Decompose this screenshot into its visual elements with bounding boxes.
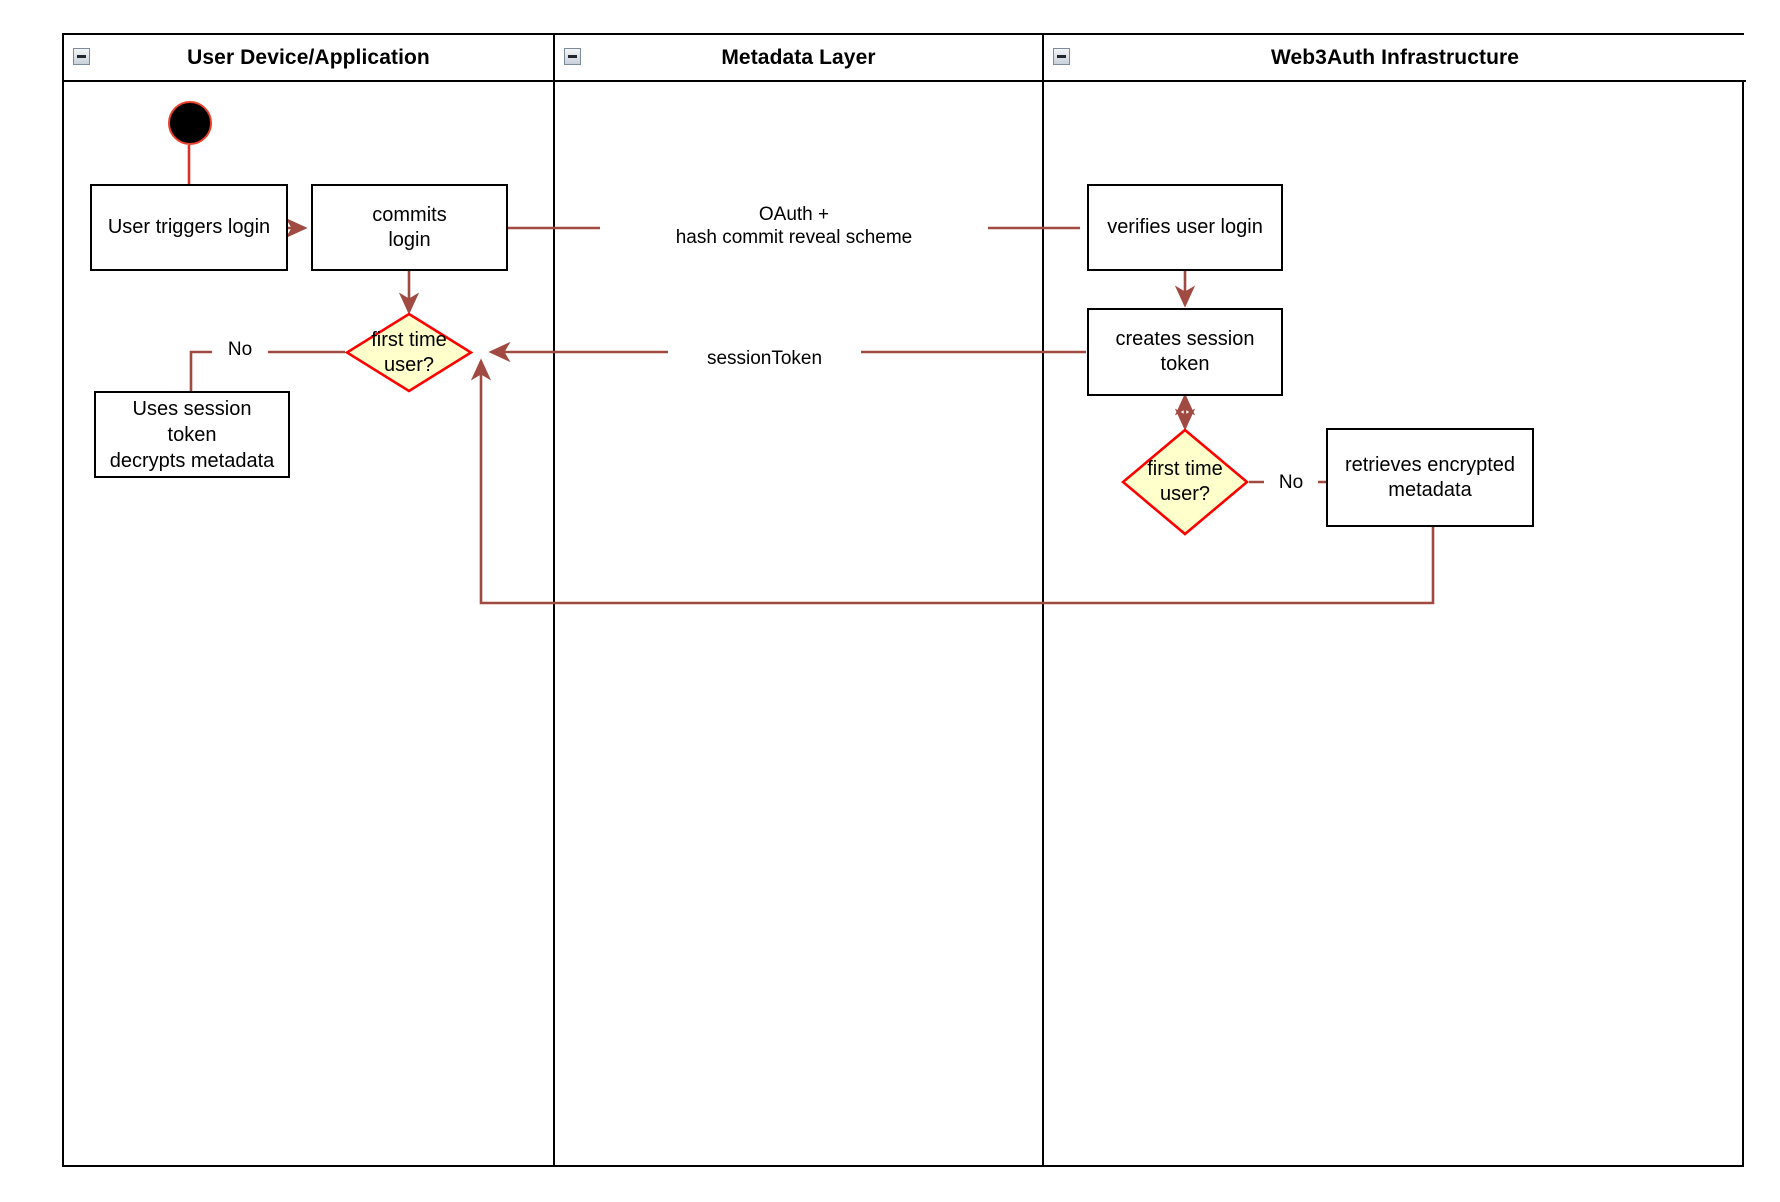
swimlane-title: Web3Auth Infrastructure bbox=[1270, 45, 1520, 69]
activity-retrieves-encrypted-metadata[interactable]: retrieves encrypted metadata bbox=[1326, 428, 1534, 527]
activity-label: verifies user login bbox=[1107, 216, 1263, 238]
swimlane-user-device[interactable]: User Device/Application bbox=[64, 35, 553, 1165]
swimlane-header-user-device: User Device/Application bbox=[64, 35, 553, 82]
decision-first-time-user-web3auth[interactable]: first time user? bbox=[1121, 428, 1249, 536]
minus-box-icon[interactable] bbox=[1053, 48, 1070, 65]
decision-first-time-user-device[interactable]: first time user? bbox=[345, 312, 473, 393]
minus-box-icon[interactable] bbox=[73, 48, 90, 65]
activity-creates-session-token[interactable]: creates session token bbox=[1087, 308, 1283, 396]
activity-label: retrieves encrypted metadata bbox=[1344, 453, 1516, 501]
swimlane-header-web3auth: Web3Auth Infrastructure bbox=[1044, 35, 1746, 82]
activity-label: Uses session token decrypts metadata bbox=[109, 397, 275, 472]
edge-label-session-token: sessionToken bbox=[668, 347, 861, 370]
edge-label-no-right: No bbox=[1264, 471, 1318, 494]
activity-label: User triggers login bbox=[107, 216, 271, 238]
minus-box-icon[interactable] bbox=[564, 48, 581, 65]
activity-uses-session-token[interactable]: Uses session token decrypts metadata bbox=[94, 391, 290, 478]
edge-label-oauth: OAuth + hash commit reveal scheme bbox=[600, 203, 988, 249]
activity-label: commits login bbox=[372, 203, 447, 251]
activity-user-triggers-login[interactable]: User triggers login bbox=[90, 184, 288, 271]
initial-node[interactable] bbox=[168, 101, 212, 145]
activity-commits-login[interactable]: commits login bbox=[311, 184, 508, 271]
swimlane-title: Metadata Layer bbox=[721, 45, 876, 69]
activity-label: creates session token bbox=[1115, 328, 1255, 375]
activity-verifies-user-login[interactable]: verifies user login bbox=[1087, 184, 1283, 271]
swimlane-title: User Device/Application bbox=[187, 45, 430, 69]
edge-label-no-left: No bbox=[212, 338, 268, 361]
swimlane-header-metadata-layer: Metadata Layer bbox=[555, 35, 1042, 82]
